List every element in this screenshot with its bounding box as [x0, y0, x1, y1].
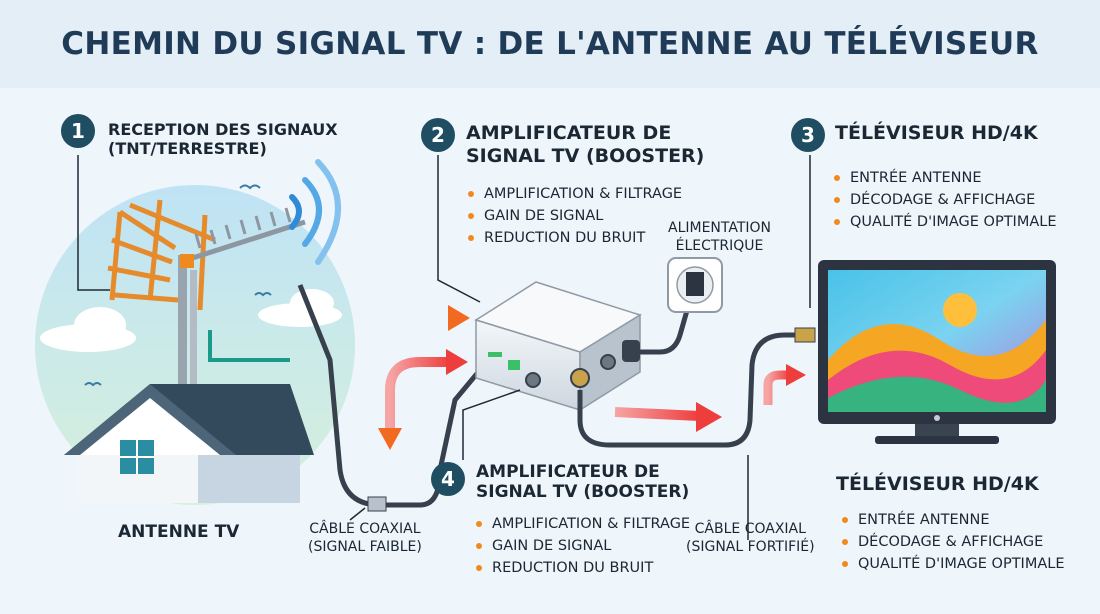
header-banner: CHEMIN DU SIGNAL TV : DE L'ANTENNE AU TÉ…	[0, 0, 1100, 88]
return-signal-arrow	[378, 349, 468, 450]
step-4-badge: 4	[431, 462, 465, 496]
page-title: CHEMIN DU SIGNAL TV : DE L'ANTENNE AU TÉ…	[61, 26, 1039, 62]
step-2-heading-line1: AMPLIFICATEUR DE	[466, 122, 672, 144]
list-item: REDUCTION DU BRUIT	[476, 557, 690, 579]
list-item: QUALITÉ D'IMAGE OPTIMALE	[834, 211, 1057, 233]
step-2-features: AMPLIFICATION & FILTRAGE GAIN DE SIGNAL …	[468, 183, 682, 249]
weak-cable-label: CÂBLE COAXIAL (SIGNAL FAIBLE)	[308, 521, 422, 555]
step-1-heading-line2: (TNT/TERRESTRE)	[108, 139, 267, 159]
antenna-lead-cable	[208, 330, 290, 362]
antenna-label: ANTENNE TV	[118, 522, 240, 542]
tv-icon	[818, 260, 1056, 444]
step-3-heading: TÉLÉVISEUR HD/4K	[835, 122, 1038, 144]
tv-features: ENTRÉE ANTENNE DÉCODAGE & AFFICHAGE QUAL…	[842, 509, 1065, 575]
tv-heading: TÉLÉVISEUR HD/4K	[836, 473, 1039, 495]
power-socket-icon	[667, 257, 723, 313]
step-3-badge: 3	[791, 118, 825, 152]
step-1-badge: 1	[61, 114, 95, 148]
strong-cable-label: CÂBLE COAXIAL (SIGNAL FORTIFIÉ)	[686, 521, 815, 555]
step-4-heading: AMPLIFICATEUR DE SIGNAL TV (BOOSTER)	[476, 462, 689, 503]
step-1-heading-line1: RECEPTION DES SIGNAUX	[108, 120, 338, 139]
power-cable	[636, 299, 693, 355]
leader-lines	[77, 155, 811, 540]
list-item: AMPLIFICATION & FILTRAGE	[476, 513, 690, 535]
power-label: ALIMENTATION ÉLECTRIQUE	[668, 220, 772, 254]
step-4-heading-line1: AMPLIFICATEUR DE	[476, 462, 660, 482]
input-signal-arrow	[400, 305, 470, 331]
booster-icon	[474, 281, 642, 412]
step-2-badge: 2	[421, 118, 455, 152]
house-icon	[64, 384, 314, 503]
list-item: GAIN DE SIGNAL	[468, 205, 682, 227]
step-4-features: AMPLIFICATION & FILTRAGE GAIN DE SIGNAL …	[476, 513, 690, 579]
antenna-icon	[107, 199, 306, 395]
output-signal-arrow	[614, 364, 806, 432]
list-item: GAIN DE SIGNAL	[476, 535, 690, 557]
step-2-heading: AMPLIFICATEUR DE SIGNAL TV (BOOSTER)	[466, 122, 704, 168]
step-4-heading-line2: SIGNAL TV (BOOSTER)	[476, 482, 690, 503]
list-item: QUALITÉ D'IMAGE OPTIMALE	[842, 553, 1065, 575]
birds-icon	[84, 184, 272, 387]
list-item: ENTRÉE ANTENNE	[834, 167, 1057, 189]
list-item: REDUCTION DU BRUIT	[468, 227, 682, 249]
list-item: AMPLIFICATION & FILTRAGE	[468, 183, 682, 205]
list-item: DÉCODAGE & AFFICHAGE	[834, 189, 1057, 211]
step-3-features: ENTRÉE ANTENNE DÉCODAGE & AFFICHAGE QUAL…	[834, 167, 1057, 233]
list-item: DÉCODAGE & AFFICHAGE	[842, 531, 1065, 553]
step-1-heading: RECEPTION DES SIGNAUX (TNT/TERRESTRE)	[108, 120, 338, 158]
signal-waves-icon	[289, 159, 341, 265]
step-2-heading-line2: SIGNAL TV (BOOSTER)	[466, 144, 705, 167]
list-item: ENTRÉE ANTENNE	[842, 509, 1065, 531]
strong-coax-cable	[577, 332, 810, 448]
cloud-icon	[40, 289, 342, 352]
